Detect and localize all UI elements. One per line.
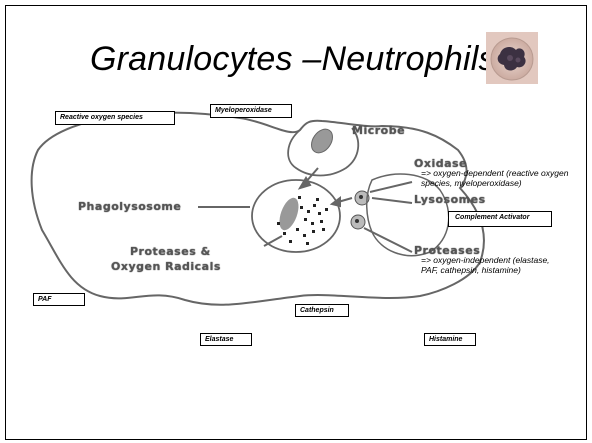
label-lysosomes: Lysosomes — [414, 193, 486, 206]
label-phagolysosome: Phagolysosome — [78, 200, 181, 213]
phagocytosed-microbe — [276, 195, 303, 232]
label-microbe: Microbe — [352, 124, 405, 137]
label-proteases-oxygen-2: Oxygen Radicals — [111, 260, 221, 273]
box-myeloperoxidase: Myeloperoxidase — [210, 104, 292, 118]
label-proteases-oxygen-1: Proteases & — [130, 245, 211, 258]
box-elastase: Elastase — [200, 333, 252, 346]
box-paf: PAF — [33, 293, 85, 306]
box-reactive-oxygen-species: Reactive oxygen species — [55, 111, 175, 125]
microbe-shape — [307, 125, 337, 157]
box-cathepsin: Cathepsin — [295, 304, 349, 317]
oxygen-dependent-note: => oxygen-dependent (reactive oxygen spe… — [421, 168, 581, 188]
oxygen-independent-note: => oxygen-independent (elastase, PAF, ca… — [421, 255, 561, 275]
box-complement-activator: Complement Activator — [448, 211, 552, 227]
box-histamine: Histamine — [424, 333, 476, 346]
